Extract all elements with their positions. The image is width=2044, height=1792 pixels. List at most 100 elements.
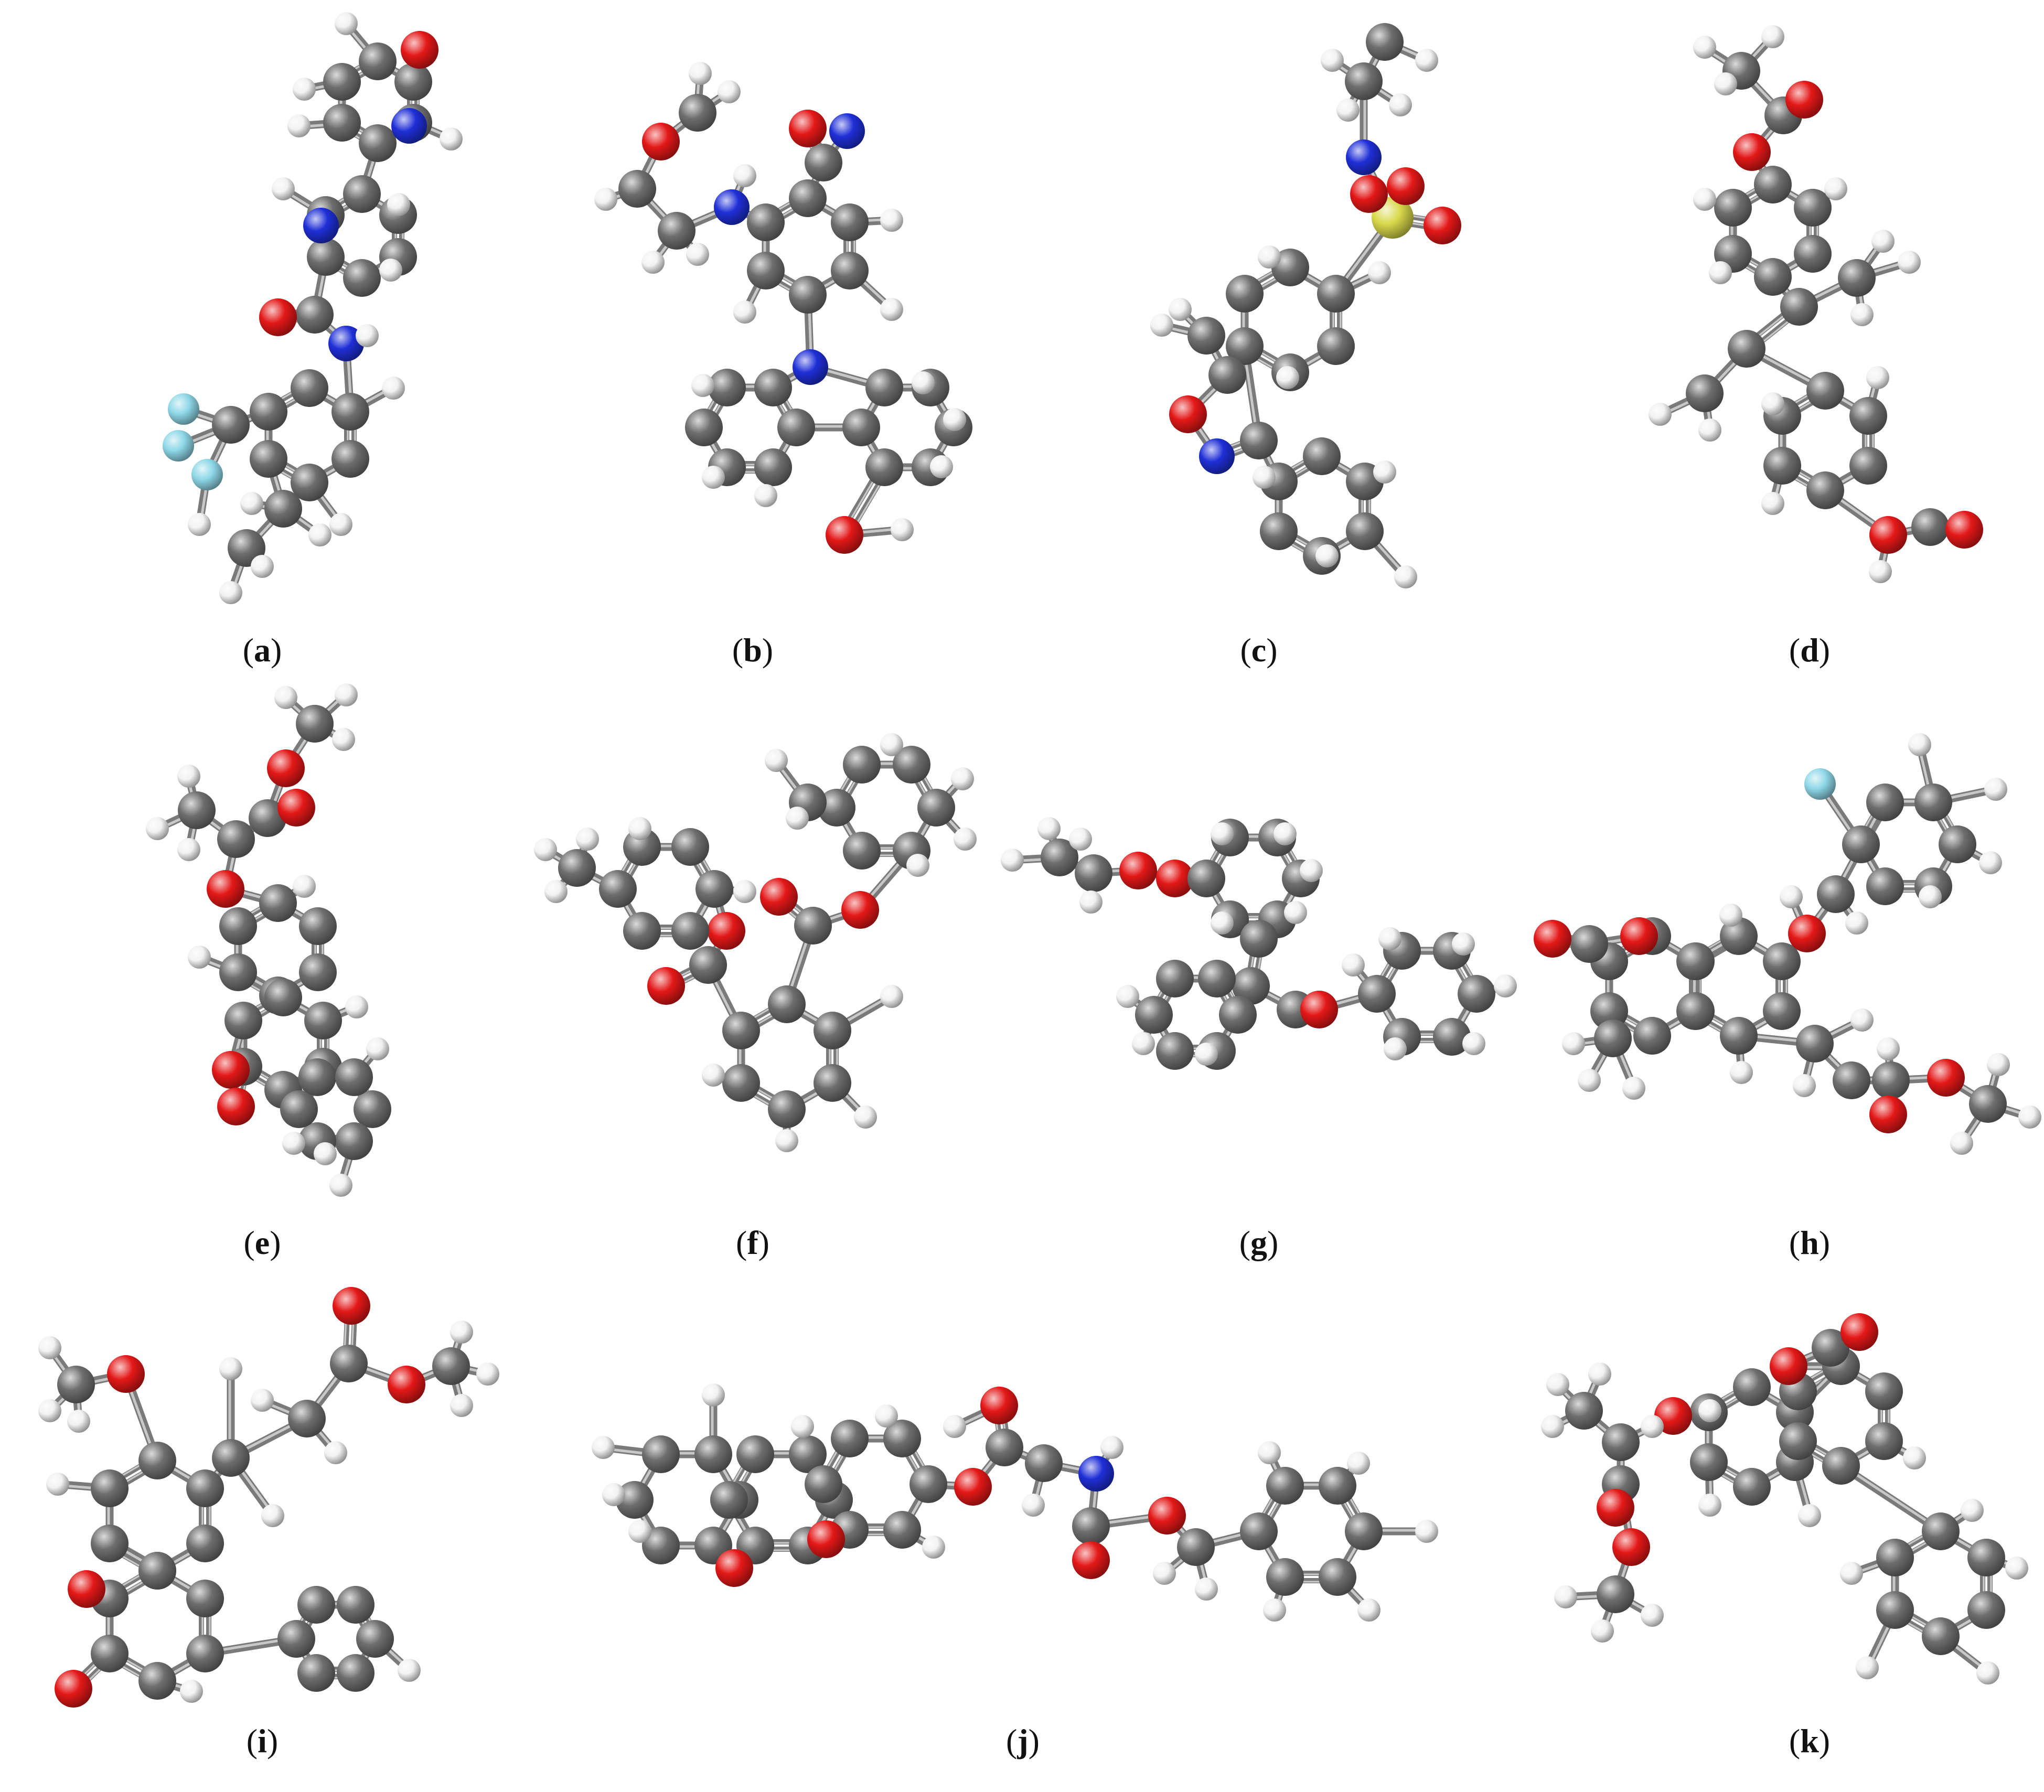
hydrogen-atom-icon [1342,953,1365,977]
hydrogen-atom-icon [912,371,935,394]
carbon-atom-icon [843,746,881,784]
hydrogen-atom-icon [261,1504,284,1527]
hydrogen-atom-icon [1116,985,1139,1008]
hydrogen-atom-icon [379,259,402,282]
carbon-atom-icon [1822,1447,1860,1485]
panel-k-caption: (k) [1789,1722,1831,1759]
hydrogen-atom-icon [906,854,929,877]
hydrogen-atom-icon [1588,1362,1611,1386]
carbon-atom-icon [138,1552,176,1590]
carbon-atom-icon [337,1586,374,1624]
nitrogen-atom-icon [1078,1456,1114,1491]
carbon-atom-icon [679,94,716,132]
hydrogen-atom-icon [1258,1441,1281,1464]
carbon-atom-icon [695,870,733,908]
carbon-atom-icon [842,409,880,446]
carbon-atom-icon [1796,1025,1834,1063]
panel-f-label: f [747,1224,758,1261]
oxygen-atom-icon [1945,511,1983,549]
carbon-atom-icon [805,1465,842,1503]
hydrogen-atom-icon [689,62,712,85]
carbon-atom-icon [1266,1558,1304,1596]
hydrogen-atom-icon [1195,1578,1218,1601]
carbon-atom-icon [623,912,661,950]
panel-e-label: e [254,1224,270,1261]
carbon-atom-icon [805,144,842,181]
atoms-group [146,683,391,1197]
carbon-atom-icon [1240,1512,1278,1550]
hydrogen-atom-icon [219,581,242,604]
hydrogen-atom-icon [1037,817,1061,840]
carbon-atom-icon [1208,356,1246,394]
hydrogen-atom-icon [67,1410,90,1433]
hydrogen-atom-icon [1415,49,1438,72]
carbon-atom-icon [186,1635,224,1672]
carbon-atom-icon [685,409,723,446]
carbon-atom-icon [1911,508,1949,546]
panel-h-caption: (h) [1789,1224,1831,1261]
hydrogen-atom-icon [880,209,903,232]
carbon-atom-icon [789,1435,827,1473]
carbon-atom-icon [1780,288,1818,326]
oxygen-atom-icon [1620,917,1658,955]
oxygen-atom-icon [1840,1313,1878,1351]
carbon-atom-icon [736,1435,774,1473]
oxygen-atom-icon [826,516,863,554]
carbon-atom-icon [865,369,903,406]
carbon-atom-icon [343,259,381,297]
hydrogen-atom-icon [274,686,297,709]
carbon-atom-icon [331,393,369,431]
carbon-atom-icon [359,42,397,80]
hydrogen-atom-icon [251,1389,274,1412]
hydrogen-atom-icon [1462,1032,1485,1055]
carbon-atom-icon [831,1420,869,1457]
carbon-atom-icon [1677,992,1715,1030]
oxygen-atom-icon [807,1520,845,1558]
oxygen-atom-icon [954,1468,992,1506]
hydrogen-atom-icon [534,838,557,861]
nitrogen-atom-icon [391,108,427,144]
carbon-atom-icon [1025,1444,1063,1482]
carbon-atom-icon [1763,992,1801,1030]
hydrogen-atom-icon [240,492,263,515]
carbon-atom-icon [1763,447,1801,485]
hydrogen-atom-icon [1698,1494,1721,1517]
carbon-atom-icon [1187,317,1225,355]
carbon-atom-icon [288,1400,326,1437]
carbon-atom-icon [186,1525,224,1562]
hydrogen-atom-icon [1258,245,1281,269]
carbon-atom-icon [330,1345,368,1382]
atoms-group [163,12,463,604]
hydrogen-atom-icon [1698,419,1721,442]
panel-c-label: c [1251,631,1267,669]
carbon-atom-icon [1187,860,1225,897]
hydrogen-atom-icon [38,1336,61,1359]
carbon-atom-icon [599,870,637,908]
hydrogen-atom-icon [1562,1032,1585,1055]
hydrogen-atom-icon [1546,1373,1569,1396]
hydrogen-atom-icon [1347,1452,1370,1475]
carbon-atom-icon [722,1064,760,1102]
panel-g-caption: (g) [1239,1224,1279,1261]
carbon-atom-icon [1876,1591,1914,1629]
hydrogen-atom-icon [1494,974,1517,997]
hydrogen-atom-icon [1877,1037,1900,1060]
carbon-atom-icon [186,1580,224,1617]
carbon-atom-icon [1219,996,1257,1034]
hydrogen-atom-icon [287,114,311,137]
carbon-atom-icon [1240,920,1278,958]
oxygen-atom-icon [1072,1541,1110,1579]
panel-d-label: d [1800,631,1819,669]
carbon-atom-icon [1156,1032,1194,1070]
hydrogen-atom-icon [1373,460,1396,484]
nitrogen-atom-icon [1346,140,1382,175]
hydrogen-atom-icon [1730,1061,1753,1084]
carbon-atom-icon [1602,1423,1640,1461]
carbon-atom-icon [323,104,361,142]
hydrogen-atom-icon [387,193,410,216]
carbon-atom-icon [1345,1512,1383,1550]
